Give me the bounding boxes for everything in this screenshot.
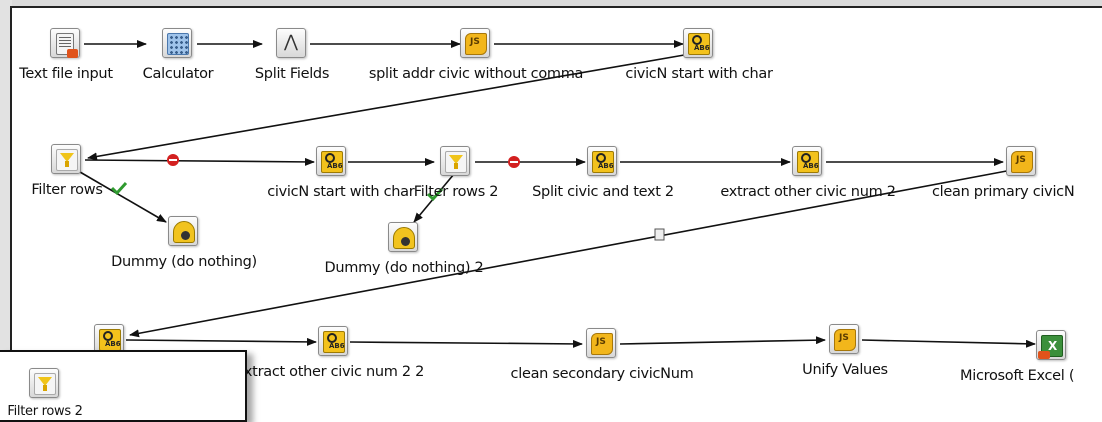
hop — [125, 337, 317, 346]
calculator-icon[interactable] — [162, 28, 192, 58]
drag-preview-popup: Filter rows 2 — [0, 350, 247, 422]
step-label: Filter rows 2 — [413, 184, 499, 200]
popup-step-label: Filter rows 2 — [7, 404, 83, 419]
step-civicn-start-with-char[interactable]: civicN start with char — [625, 28, 773, 82]
transformation-canvas[interactable] — [10, 6, 1102, 422]
step-label: Split Fields — [254, 66, 330, 82]
dummy-icon[interactable] — [388, 222, 418, 252]
step-calculator[interactable]: Calculator — [143, 28, 214, 82]
step-label: Calculator — [142, 66, 214, 82]
step-label: split addr civic without comma — [368, 66, 584, 82]
hop — [129, 169, 1013, 338]
split-fields-icon[interactable] — [276, 28, 306, 58]
step-label: clean secondary civicNum — [510, 366, 694, 382]
regex-icon[interactable] — [683, 28, 713, 58]
popup-step-filter-rows-2[interactable]: Filter rows 2 — [7, 368, 83, 419]
step-label: Dummy (do nothing) — [111, 254, 257, 270]
step-extract-other-civic-num-2-2[interactable]: xtract other civic num 2 2 — [244, 326, 424, 380]
javascript-icon[interactable] — [586, 328, 616, 358]
step-label: civicN start with char — [267, 184, 415, 200]
filter-icon[interactable] — [51, 144, 81, 174]
step-label: clean primary civicN — [932, 184, 1075, 200]
hop — [84, 157, 315, 166]
window-top-strip — [0, 0, 1102, 10]
regex-icon[interactable] — [318, 326, 348, 356]
filter-icon[interactable] — [440, 146, 470, 176]
step-microsoft-excel-output[interactable]: Microsoft Excel ( — [960, 330, 1074, 384]
copy-rows-icon — [654, 228, 665, 241]
step-label: Dummy (do nothing) 2 — [324, 260, 484, 276]
step-split-civic-and-text-2[interactable]: Split civic and text 2 — [532, 146, 674, 200]
step-clean-secondary-civicnum[interactable]: clean secondary civicNum — [511, 328, 694, 382]
step-clean-primary-civicn[interactable]: clean primary civicN — [932, 146, 1075, 200]
step-split-fields[interactable]: Split Fields — [255, 28, 329, 82]
text-file-input-icon[interactable] — [50, 28, 80, 58]
step-filter-rows[interactable]: Filter rows — [31, 144, 103, 198]
step-label: Split civic and text 2 — [532, 184, 674, 200]
step-unify-values[interactable]: Unify Values — [802, 324, 888, 378]
excel-output-icon[interactable] — [1036, 330, 1066, 360]
regex-icon[interactable] — [587, 146, 617, 176]
left-panel-edge — [0, 0, 12, 422]
javascript-icon[interactable] — [829, 324, 859, 354]
javascript-icon[interactable] — [1006, 146, 1036, 176]
hop — [619, 336, 826, 345]
true-hop-icon — [110, 181, 128, 196]
step-filter-rows-2[interactable]: Filter rows 2 — [414, 146, 498, 200]
step-label: Unify Values — [802, 362, 888, 378]
step-label: civicN start with char — [625, 66, 773, 82]
step-dummy[interactable]: Dummy (do nothing) — [111, 216, 257, 270]
step-label: xtract other civic num 2 2 — [243, 364, 425, 380]
step-label: Text file input — [19, 66, 113, 82]
step-text-file-input[interactable]: Text file input — [19, 28, 113, 82]
hop — [87, 53, 691, 161]
hop-status-markers — [110, 154, 665, 241]
regex-icon[interactable] — [94, 324, 124, 354]
step-label: Microsoft Excel ( — [960, 368, 1075, 384]
step-civicn-start-with-char-2[interactable]: civicN start with char — [267, 146, 415, 200]
javascript-icon[interactable] — [460, 28, 490, 58]
step-dummy-2[interactable]: Dummy (do nothing) 2 — [325, 222, 484, 276]
step-extract-other-civic-num-2[interactable]: extract other civic num 2 — [720, 146, 896, 200]
true-hop-icon — [426, 187, 444, 202]
dummy-icon[interactable] — [168, 216, 198, 246]
hop — [349, 339, 583, 348]
regex-icon[interactable] — [792, 146, 822, 176]
regex-icon[interactable] — [316, 146, 346, 176]
step-split-addr-civic[interactable]: split addr civic without comma — [369, 28, 583, 82]
hop — [861, 339, 1036, 348]
hop — [79, 171, 167, 223]
step-label: Filter rows — [31, 182, 103, 198]
step-regex-row3[interactable] — [94, 324, 124, 354]
step-label: extract other civic num 2 — [720, 184, 896, 200]
filter-icon[interactable] — [29, 368, 59, 398]
